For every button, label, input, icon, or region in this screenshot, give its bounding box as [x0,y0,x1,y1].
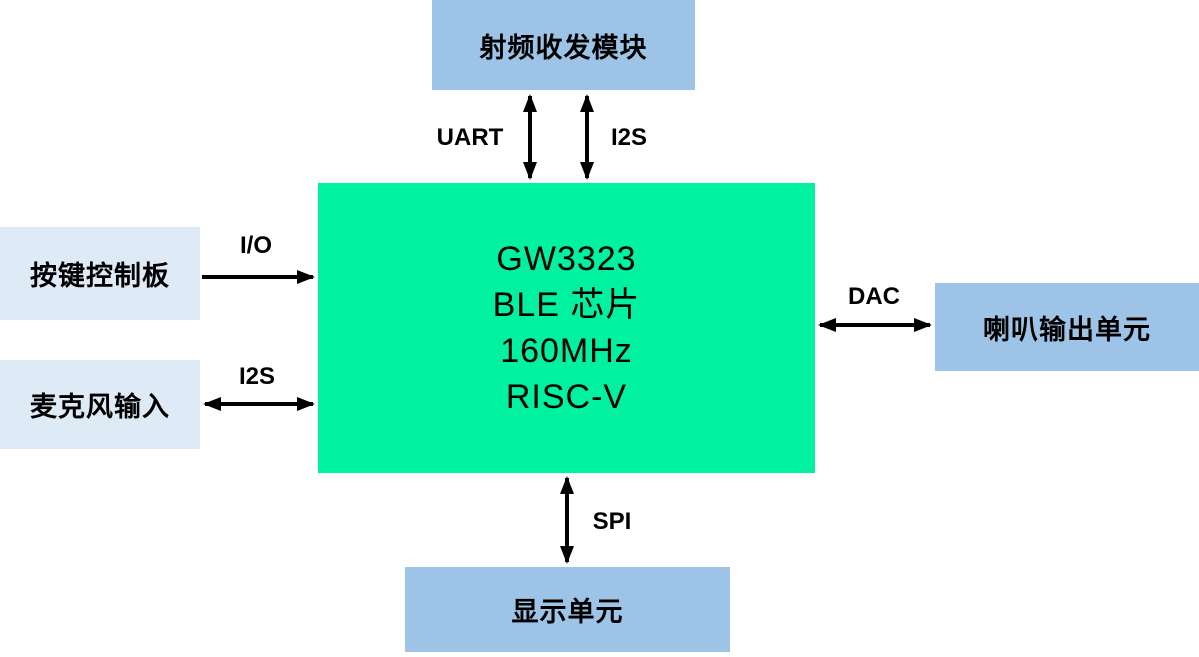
uart-label: UART [436,124,504,151]
ble-chip-text: GW3323 BLE 芯片 160MHz RISC-V [493,236,641,420]
i2s-top-label: I2S [610,124,648,151]
spi-label: SPI [592,508,632,535]
node-rf-module: 射频收发模块 [432,0,695,90]
mic-input-label: 麦克风输入 [30,392,170,422]
chip-model: GW3323 [496,240,637,278]
i2s-left-label: I2S [238,363,276,390]
node-button-board: 按键控制板 [0,227,200,320]
node-mic-input: 麦克风输入 [0,360,200,449]
button-board-label: 按键控制板 [30,261,170,291]
node-speaker-output: 喇叭输出单元 [935,283,1199,371]
rf-module-label: 射频收发模块 [479,32,648,63]
chip-type: BLE 芯片 [492,286,641,324]
speaker-output-label: 喇叭输出单元 [983,314,1151,345]
io-label: I/O [239,232,273,259]
chip-architecture: RISC-V [505,378,628,416]
chip-frequency: 160MHz [500,332,633,370]
display-unit-label: 显示单元 [511,597,624,627]
node-ble-chip: GW3323 BLE 芯片 160MHz RISC-V [318,183,815,473]
node-display-unit: 显示单元 [405,567,730,652]
dac-label: DAC [848,283,900,310]
